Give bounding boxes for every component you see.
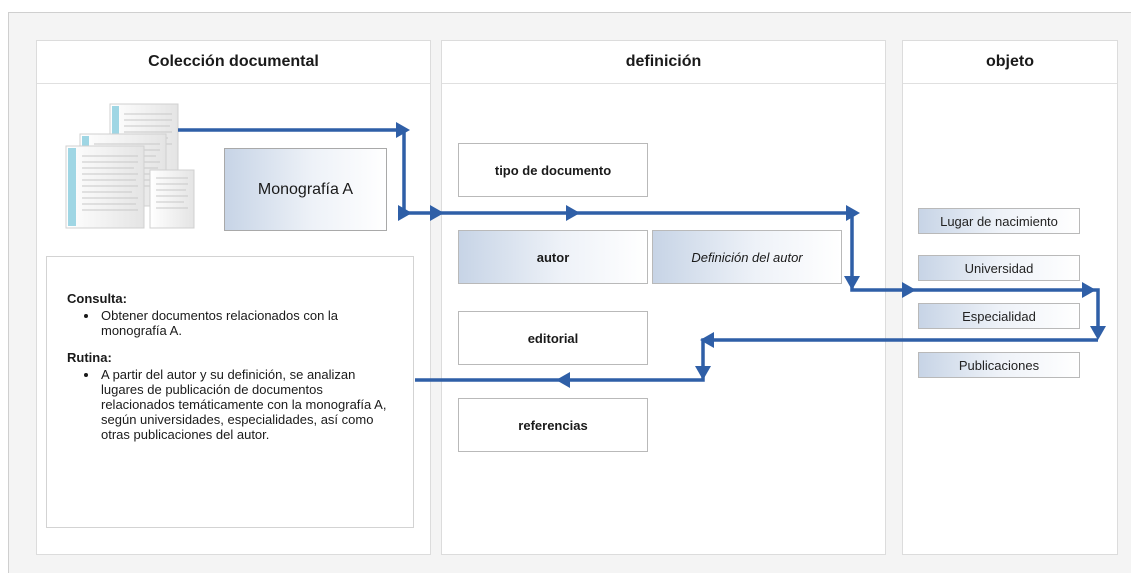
panel-definicion: definición [441, 40, 886, 555]
arrowhead [398, 205, 412, 221]
arrowhead [695, 366, 711, 380]
objeto-item-universidad: Universidad [918, 255, 1080, 281]
arrow-path-forward [178, 128, 1100, 329]
objeto-item-especialidad: Especialidad [918, 303, 1080, 329]
arrowhead [396, 122, 410, 138]
panel-objeto-title: objeto [903, 41, 1117, 84]
arrowhead [556, 372, 570, 388]
tipo-documento-label: tipo de documento [494, 162, 612, 178]
referencias-label: referencias [518, 417, 588, 433]
arrowhead [1090, 326, 1106, 340]
arrowhead [700, 332, 714, 348]
objeto-item-lugar: Lugar de nacimiento [918, 208, 1080, 234]
arrowhead [902, 282, 916, 298]
panel-definicion-title: definición [442, 41, 885, 84]
editorial-box: editorial [458, 311, 648, 365]
page-right [149, 169, 195, 229]
arrowhead [1082, 282, 1096, 298]
autor-definicion-label: Definición del autor [691, 249, 803, 265]
referencias-box: referencias [458, 398, 648, 452]
autor-definicion-box: Definición del autor [652, 230, 842, 284]
tipo-documento-box: tipo de documento [458, 143, 648, 197]
arrowhead [846, 205, 860, 221]
monografia-label: Monografía A [257, 180, 354, 198]
autor-label: autor [536, 249, 570, 265]
consulta-list: Obtener documentos relacionados con la m… [67, 308, 397, 338]
consulta-item: Obtener documentos relacionados con la m… [99, 308, 397, 338]
rutina-title: Rutina: [67, 350, 112, 365]
objeto-item-label: Especialidad [962, 308, 1036, 324]
panel-coleccion-title: Colección documental [37, 41, 430, 84]
objeto-item-label: Universidad [964, 260, 1034, 276]
consulta-title: Consulta: [67, 291, 127, 306]
monografia-box: Monografía A [224, 148, 387, 231]
objeto-item-publicaciones: Publicaciones [918, 352, 1080, 378]
objeto-item-label: Lugar de nacimiento [940, 213, 1058, 229]
document-stack-icon [65, 103, 195, 229]
query-panel: Consulta: Obtener documentos relacionado… [46, 256, 414, 528]
arrowhead [430, 205, 444, 221]
editorial-label: editorial [527, 330, 579, 346]
arrow-path-return [415, 338, 1098, 382]
autor-box: autor [458, 230, 648, 284]
page-front [65, 145, 145, 229]
arrowhead [844, 276, 860, 290]
rutina-list: A partir del autor y su definición, se a… [67, 367, 397, 442]
rutina-item: A partir del autor y su definición, se a… [99, 367, 397, 442]
objeto-item-label: Publicaciones [958, 357, 1040, 373]
arrowhead [566, 205, 580, 221]
